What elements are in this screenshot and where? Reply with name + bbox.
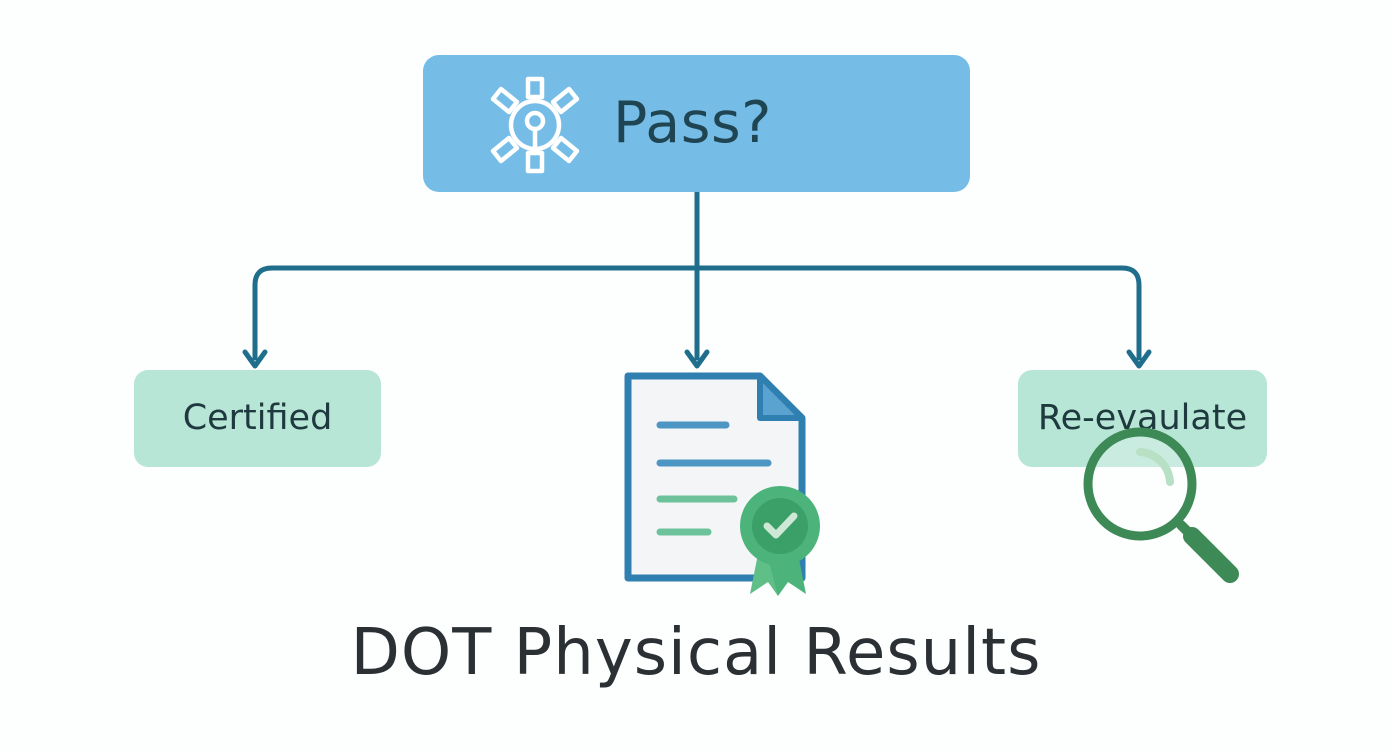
- arrowhead-center: [684, 349, 710, 369]
- magnifying-glass-icon: [1083, 427, 1239, 583]
- arrowhead-left: [242, 349, 268, 369]
- outcome-certified: Certified: [134, 370, 381, 467]
- decision-label: Pass?: [613, 90, 772, 156]
- decision-node: Pass?: [423, 55, 970, 192]
- outcome-label-certified: Certified: [182, 398, 333, 438]
- certified-document-icon: [624, 372, 820, 596]
- connector-right: [1119, 265, 1142, 361]
- connector-left: [252, 265, 275, 361]
- snowflake-wheel-icon: [490, 76, 580, 174]
- arrowhead-right: [1126, 349, 1152, 369]
- diagram-title: DOT Physical Results: [350, 616, 1042, 690]
